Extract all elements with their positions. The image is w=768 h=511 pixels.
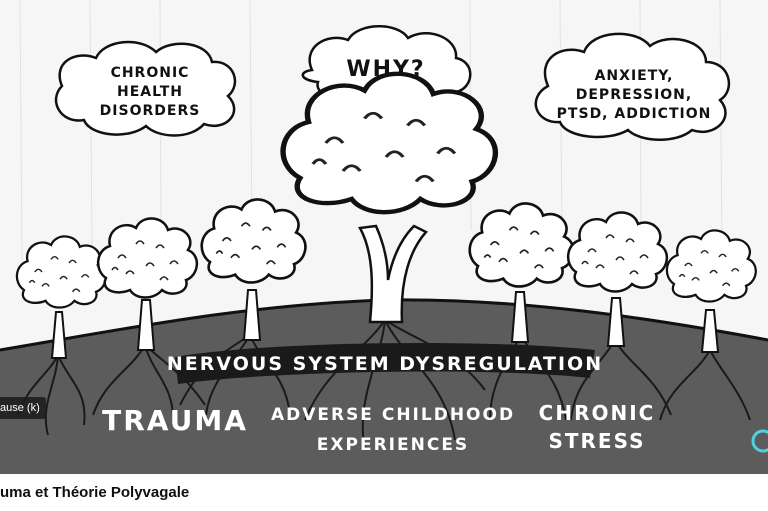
label-stress-line-1: CHRONIC [539,401,656,425]
tree-6 [566,211,669,347]
label-stress-line-2: STRESS [548,429,645,453]
cloud-right-line-3: PTSD, ADDICTION [557,106,712,122]
video-title[interactable]: uma et Théorie Polyvagale [0,484,190,501]
banner-text: NERVOUS SYSTEM DYSREGULATION [167,353,603,375]
tree-center [283,74,495,324]
cloud-right-line-1: ANXIETY, [595,68,674,84]
tree-7 [665,229,757,353]
circle-icon[interactable] [750,428,768,454]
video-player[interactable]: CHRONIC HEALTH DISORDERS WHY? ANXIETY, D… [0,0,768,474]
label-trauma: TRAUMA [102,404,248,437]
video-frame: CHRONIC HEALTH DISORDERS WHY? ANXIETY, D… [0,0,768,474]
cloud-right-line-2: DEPRESSION, [576,87,692,103]
dysregulation-banner: NERVOUS SYSTEM DYSREGULATION [167,342,603,384]
cloud-right: ANXIETY, DEPRESSION, PTSD, ADDICTION [534,32,731,141]
cloud-left-line-3: DISORDERS [100,103,201,119]
label-ace-line-2: EXPERIENCES [317,435,469,455]
pause-tooltip: ause (k) [0,397,46,419]
cloud-left-line-1: CHRONIC [111,65,190,81]
tree-2 [96,217,199,351]
cloud-left: CHRONIC HEALTH DISORDERS [54,40,237,137]
label-ace-line-1: ADVERSE CHILDHOOD [271,405,515,425]
tree-3 [200,198,307,341]
tree-1 [15,235,107,359]
cloud-left-line-2: HEALTH [117,84,183,100]
tree-5 [468,202,575,343]
